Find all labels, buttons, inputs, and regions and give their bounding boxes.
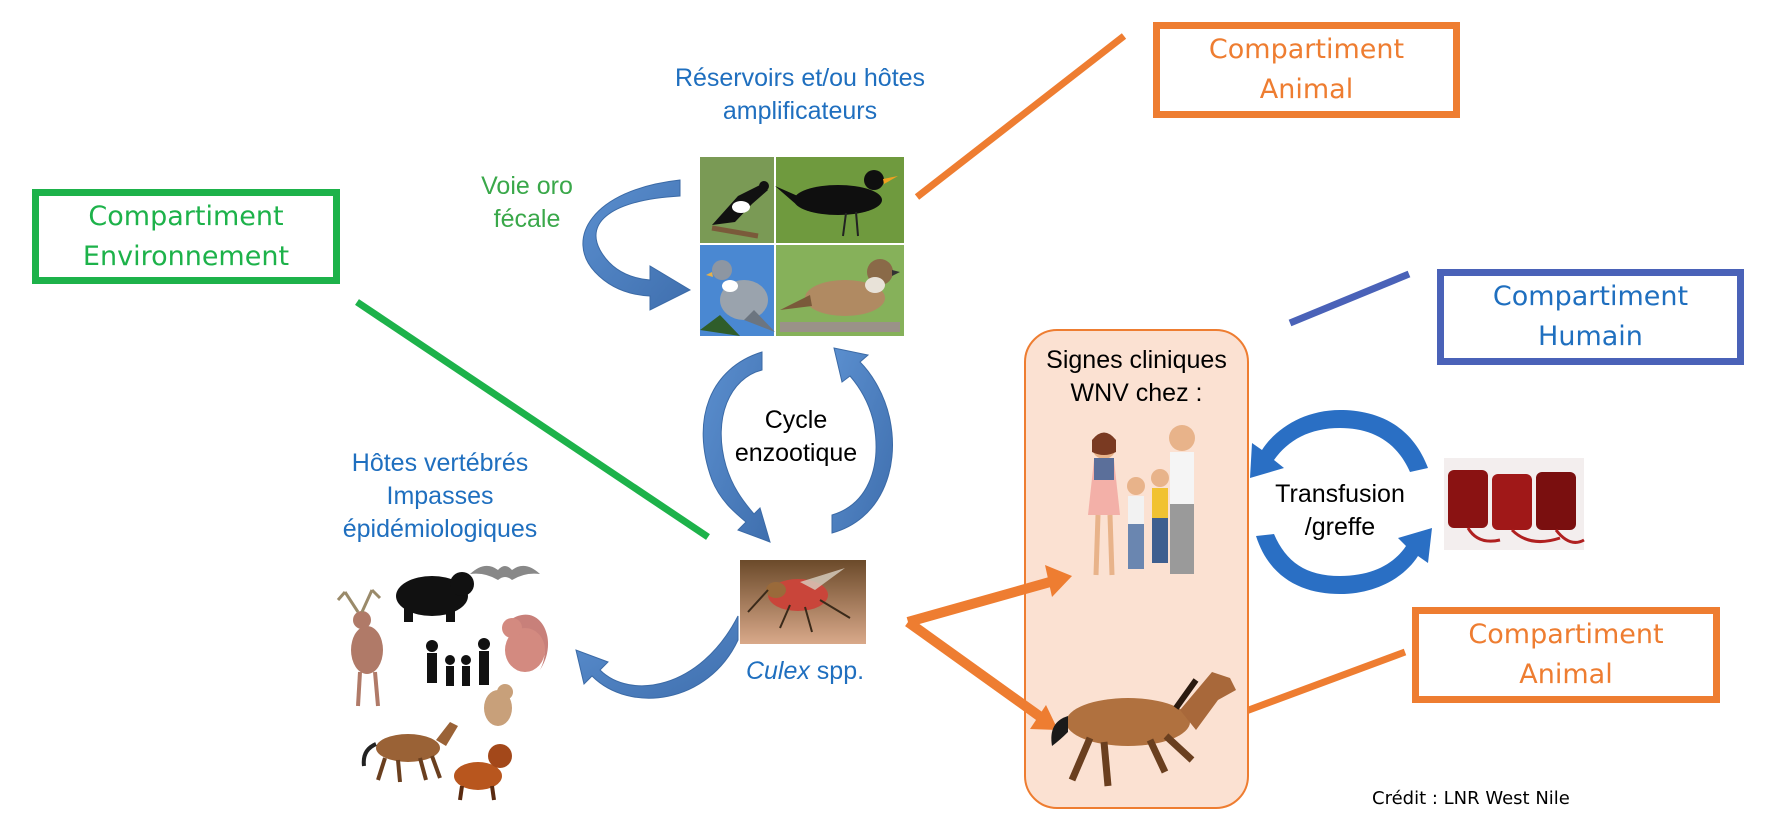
family-icon	[1088, 425, 1195, 576]
marmot-icon	[484, 684, 513, 726]
oral-fecal-label: Voie oro fécale	[462, 170, 592, 236]
transfusion-label: Transfusion /greffe	[1265, 478, 1415, 544]
compartment-animal-bottom-box: Compartiment Animal	[1412, 607, 1720, 703]
credit-text: Crédit : LNR West Nile	[1372, 788, 1570, 809]
compartment-environment-line1: Compartiment	[88, 200, 284, 232]
compartment-animal-top-line1: Compartiment	[1208, 34, 1405, 65]
compartment-human-line2: Humain	[1538, 321, 1643, 352]
sparrow-icon	[780, 259, 900, 332]
magpie-icon	[711, 181, 769, 239]
transfusion-line2: /greffe	[1304, 513, 1376, 541]
oral-fecal-arrow	[582, 179, 692, 311]
vector-text: Culex spp.	[746, 657, 864, 685]
small-horse-icon	[361, 722, 458, 783]
dead-end-hosts-label: Hôtes vertébrés Impasses épidémiologique…	[310, 447, 570, 546]
transfusion-top-arrow	[1250, 410, 1428, 478]
cycle-right-arrow	[831, 347, 893, 534]
vector-suffix: spp.	[809, 657, 865, 685]
clinical-signs-line2: WNV chez :	[1070, 379, 1203, 407]
reservoirs-label: Réservoirs et/ou hôtes amplificateurs	[630, 62, 970, 128]
human-connector-line	[1288, 270, 1411, 327]
transfusion-line1: Transfusion	[1275, 480, 1405, 508]
bear-icon	[396, 572, 474, 622]
animal-top-connector-line	[914, 33, 1127, 200]
mosquito-to-clinical-arrows	[905, 565, 1072, 730]
compartment-human-line1: Compartiment	[1492, 281, 1689, 312]
blackbird-icon	[775, 170, 898, 237]
dead-end-hosts-line2: Impasses	[386, 482, 494, 510]
transfusion-bottom-arrow	[1256, 528, 1432, 594]
deer-icon	[336, 588, 383, 707]
compartment-environment-box: Compartiment Environnement	[32, 189, 340, 284]
environment-connector-line	[355, 299, 710, 540]
cycle-label: Cycle enzootique	[716, 404, 876, 470]
reservoirs-line2: amplificateurs	[722, 97, 878, 125]
bat-icon	[470, 565, 540, 580]
blood-bags-icon	[1444, 458, 1585, 550]
dead-end-hosts-line3: épidémiologiques	[342, 515, 538, 543]
oral-fecal-line1: Voie oro	[481, 172, 573, 200]
human-family-silhouette-icon	[426, 638, 490, 686]
compartment-human-box: Compartiment Humain	[1437, 269, 1744, 365]
vector-label: Culex spp.	[720, 655, 890, 688]
reservoirs-line1: Réservoirs et/ou hôtes	[674, 64, 926, 92]
compartment-animal-top-box: Compartiment Animal	[1153, 22, 1460, 118]
cycle-line1: Cycle	[764, 406, 828, 434]
oral-fecal-line2: fécale	[493, 205, 561, 233]
horse-icon	[1051, 672, 1236, 787]
compartment-animal-bottom-line1: Compartiment	[1468, 619, 1664, 650]
animal-bottom-connector-line	[1228, 648, 1407, 721]
pigeon-icon	[700, 260, 775, 336]
vector-genus: Culex	[745, 657, 810, 685]
mosquito-to-hosts-arrow	[575, 615, 739, 699]
clinical-signs-label: Signes cliniques WNV chez :	[1025, 344, 1248, 410]
cycle-line2: enzootique	[734, 439, 858, 467]
squirrel-icon	[502, 614, 549, 672]
dog-icon	[454, 744, 512, 801]
dead-end-hosts-line1: Hôtes vertébrés	[351, 449, 529, 477]
compartment-animal-top-line2: Animal	[1259, 74, 1354, 105]
cycle-left-arrow	[702, 351, 771, 543]
clinical-signs-line1: Signes cliniques	[1046, 346, 1227, 374]
compartment-animal-bottom-line2: Animal	[1519, 659, 1613, 690]
mosquito-icon	[740, 560, 866, 644]
dead-end-hosts-group	[336, 565, 549, 801]
compartment-environment-line2: Environnement	[82, 240, 290, 272]
